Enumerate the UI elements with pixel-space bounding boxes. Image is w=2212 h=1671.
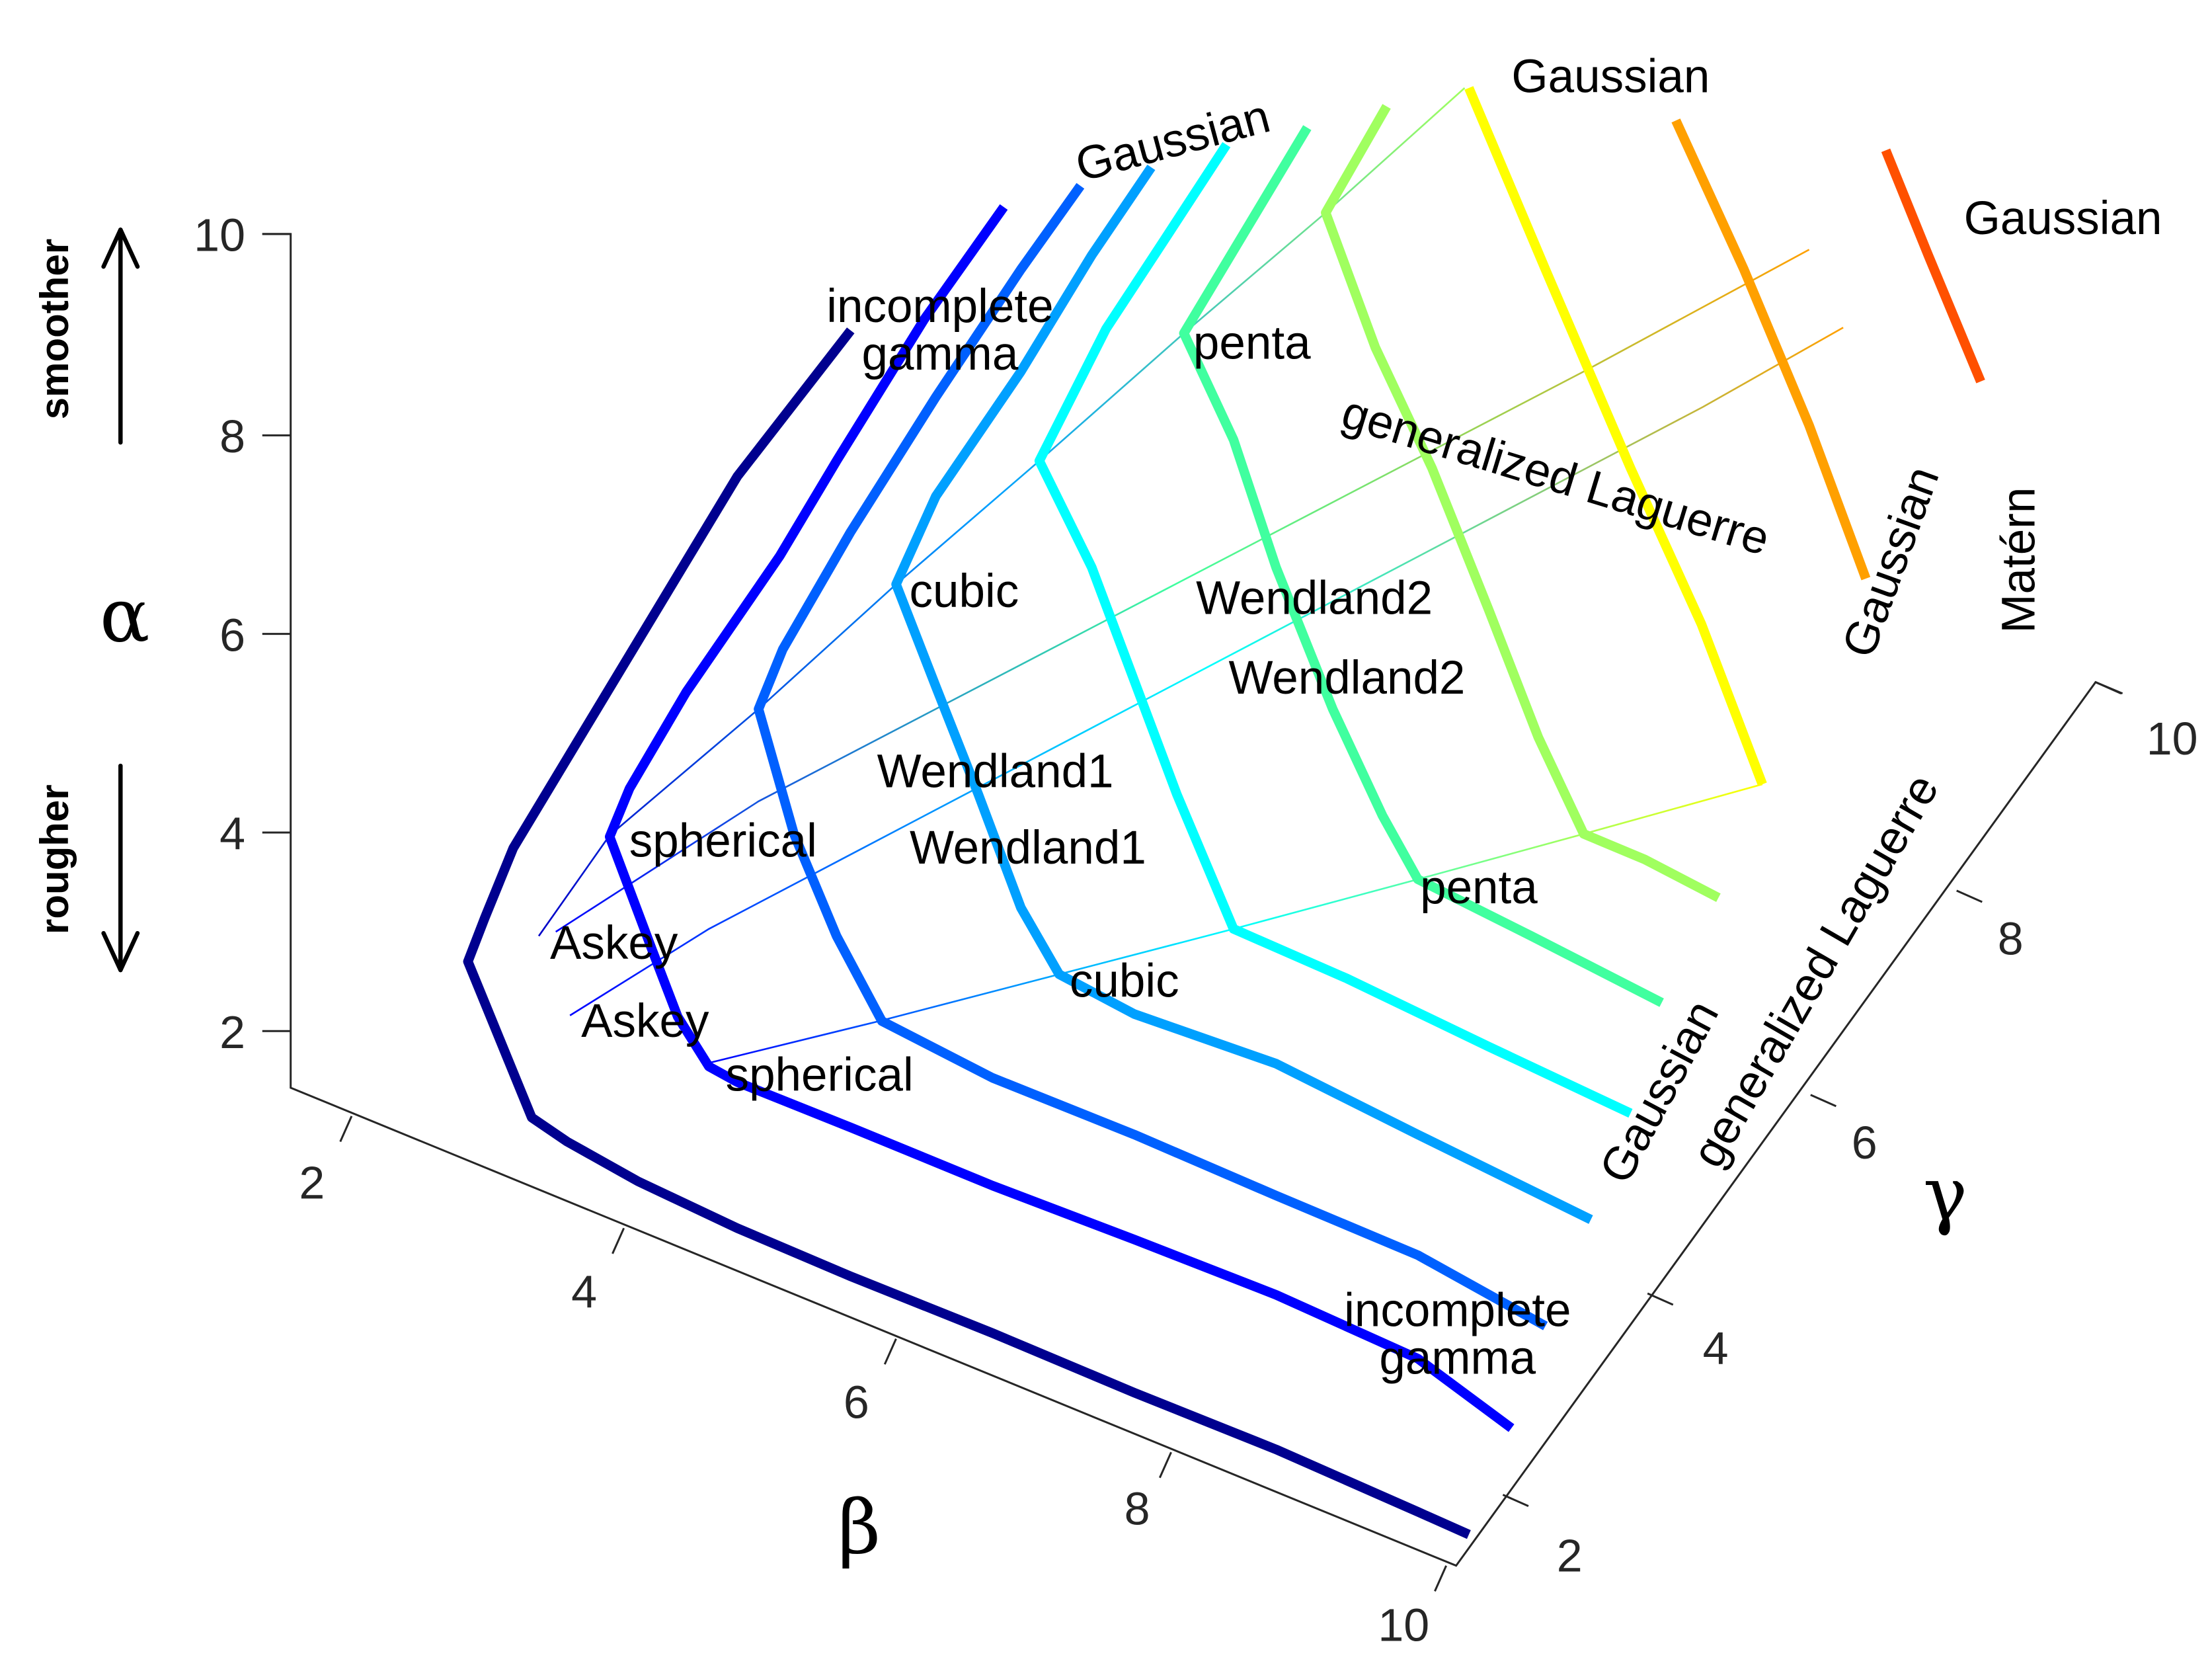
y-tick-mark [2095, 681, 2122, 695]
y-axis-label: γ [1923, 1151, 1967, 1237]
annotation-label: penta [1193, 317, 1311, 370]
rougher-label: rougher [32, 784, 77, 934]
series-line [754, 183, 1548, 1330]
x-tick-mark [1434, 1565, 1447, 1592]
series-line [1464, 86, 1767, 786]
up-arrow-head [101, 227, 140, 269]
series-line [1881, 148, 1985, 384]
annotation-label: Askey [550, 917, 678, 969]
y-tick-mark [1647, 1292, 1674, 1306]
annotation-label: generalized Laguerre [1336, 386, 1776, 566]
annotation-label: spherical [629, 815, 817, 867]
annotation-label: Wendland2 [1229, 652, 1466, 704]
z-tick-label: 8 [219, 411, 245, 462]
series-line [1179, 125, 1664, 1007]
series-line [1671, 118, 1871, 581]
series-line [463, 327, 1471, 1539]
connector-line [555, 249, 1810, 933]
series-line [1034, 142, 1633, 1118]
y-tick-mark [1502, 1494, 1529, 1508]
annotation-label: cubic [910, 565, 1019, 618]
x-axis-label: β [838, 1485, 881, 1570]
annotation-label: Wendland2 [1196, 573, 1433, 625]
connector-line [537, 87, 1466, 937]
x-tick-label: 10 [1378, 1599, 1429, 1651]
annotation-label: cubic [1070, 956, 1179, 1008]
annotation-label: Gaussian [1964, 192, 2162, 245]
chart-axes: 2 4 6 8 10 2 4 6 8 10 2 4 6 8 10 α β γ smoother rougher [32, 210, 2198, 1651]
series-line [604, 204, 1515, 1432]
z-axis-label: α [100, 573, 150, 659]
y-tick-label: 6 [1852, 1117, 1877, 1168]
annotation-label: spherical [726, 1049, 914, 1101]
chart-labels: GaussianGaussianGaussianGaussianGaussian… [550, 50, 2162, 1384]
down-arrow-head [101, 930, 140, 973]
z-tick-label: 4 [219, 808, 245, 860]
annotation-label: Askey [581, 995, 709, 1047]
series-line [1321, 104, 1721, 903]
annotation-label: Gaussian [1833, 460, 1950, 664]
connector-lines [537, 87, 1844, 1065]
annotation-label: Wendland1 [910, 822, 1146, 874]
x-tick-mark [339, 1116, 353, 1143]
x-tick-label: 2 [299, 1157, 325, 1208]
annotation-label: generalized Laguerre [1682, 766, 1949, 1176]
annotation-label: Gaussian [1070, 90, 1275, 192]
z-tick-label: 6 [219, 609, 245, 661]
annotation-label: penta [1420, 862, 1538, 914]
x-tick-mark [883, 1338, 897, 1365]
annotation-label: Gaussian [1511, 50, 1710, 102]
y-tick-label: 8 [1998, 913, 2024, 964]
x-tick-mark [612, 1227, 625, 1254]
annotation-label: Matérn [1993, 487, 2045, 633]
y-tick-label: 2 [1557, 1529, 1583, 1581]
series-line [891, 165, 1593, 1224]
x-tick-label: 4 [571, 1266, 597, 1317]
connector-line [569, 327, 1844, 1016]
y-tick-label: 10 [2147, 713, 2198, 764]
y-tick-mark [1810, 1094, 1837, 1108]
smoother-label: smoother [32, 239, 77, 419]
z-tick-label: 10 [194, 210, 245, 261]
x-tick-mark [1158, 1451, 1172, 1479]
x-tick-label: 8 [1125, 1483, 1150, 1535]
x-tick-label: 6 [844, 1377, 869, 1428]
z-tick-label: 2 [219, 1006, 245, 1058]
y-tick-label: 4 [1703, 1323, 1729, 1374]
y-tick-mark [1956, 889, 1983, 903]
series-lines [463, 86, 1985, 1539]
annotation-label: Wendland1 [877, 745, 1114, 797]
